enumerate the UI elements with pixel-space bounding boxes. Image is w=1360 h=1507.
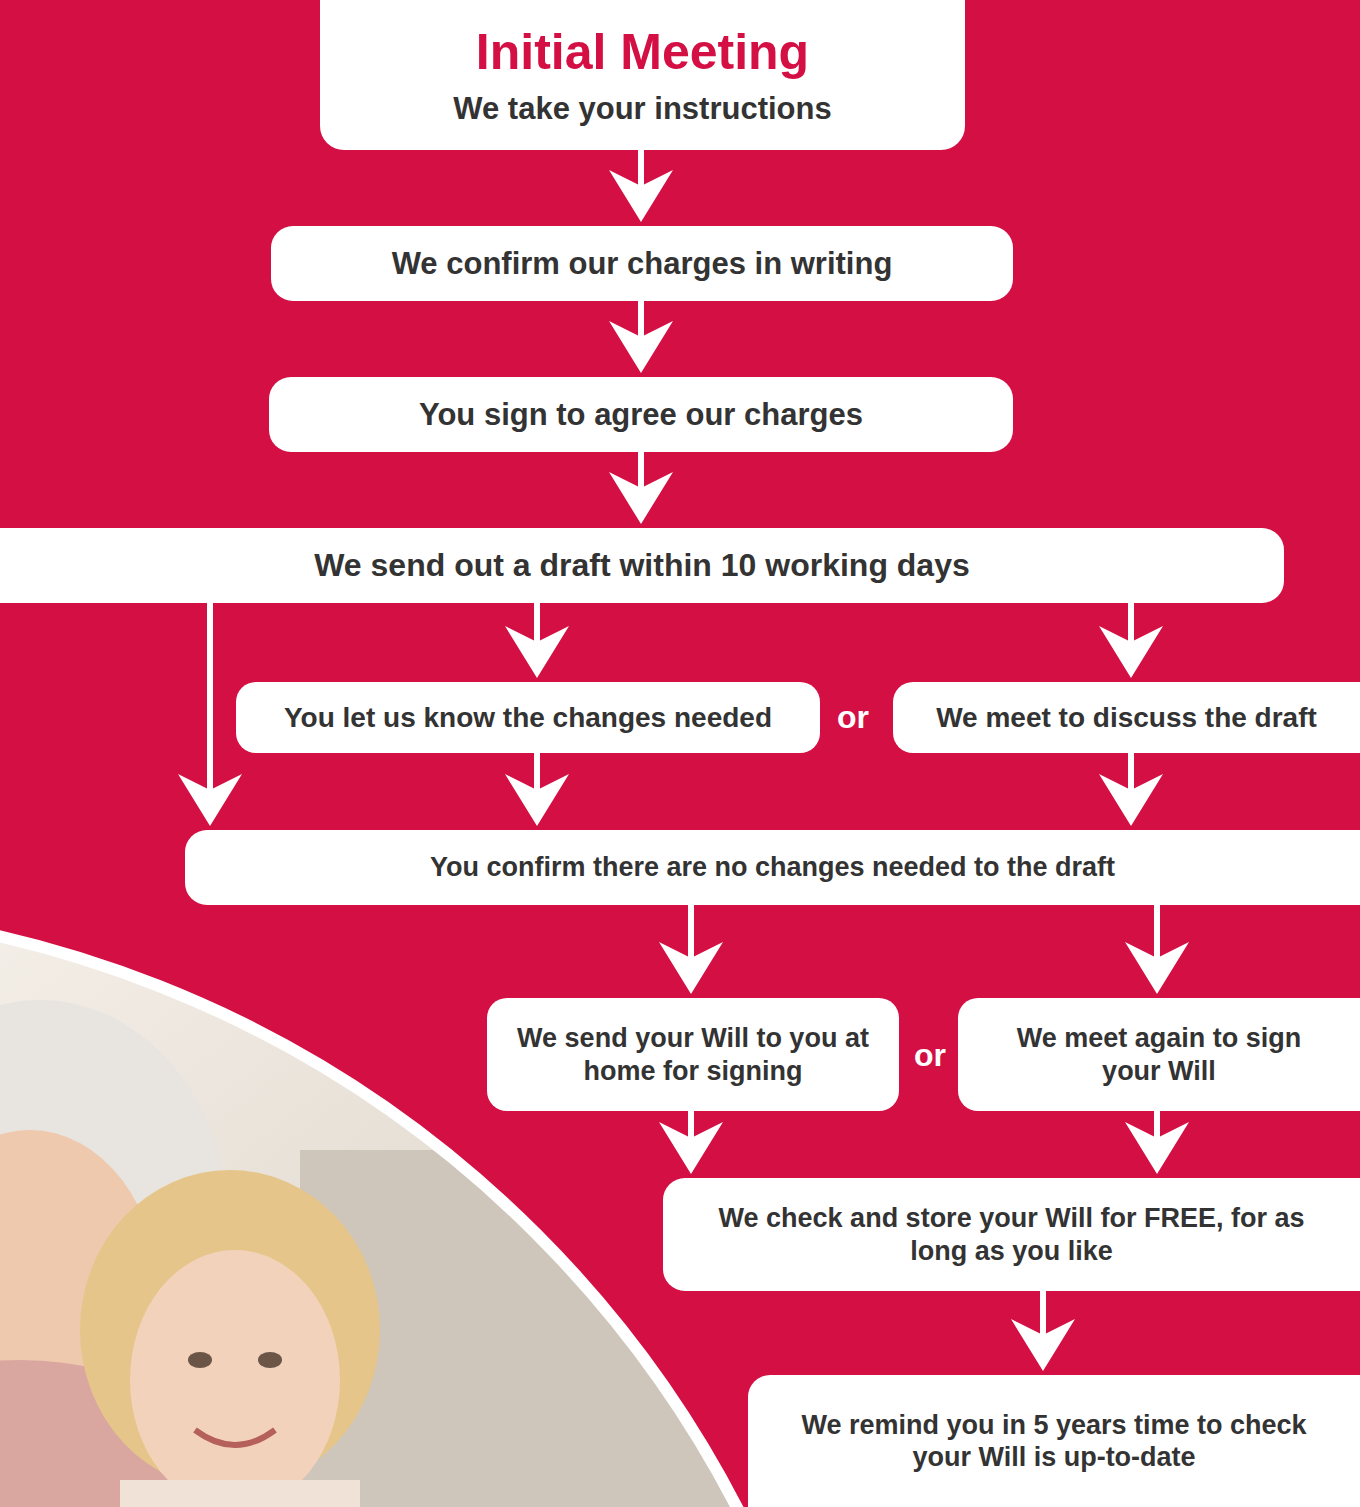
flow-arrow	[178, 603, 242, 826]
process-box: We meet again to sign your Will	[958, 998, 1360, 1111]
step-text: You let us know the changes needed	[284, 701, 772, 735]
flow-arrow	[659, 1111, 723, 1174]
step-text: We send out a draft within 10 working da…	[314, 546, 970, 584]
process-box: You sign to agree our charges	[269, 377, 1013, 452]
flow-arrow	[609, 452, 673, 524]
flow-arrow	[1011, 1291, 1075, 1371]
process-box: You confirm there are no changes needed …	[185, 830, 1360, 905]
process-box: We send your Will to you at home for sig…	[487, 998, 899, 1111]
flow-arrow	[609, 301, 673, 373]
process-box: We meet to discuss the draft	[893, 682, 1360, 753]
step-text: We send your Will to you at home for sig…	[499, 1022, 887, 1087]
process-box: We send out a draft within 10 working da…	[0, 528, 1284, 603]
process-box: You let us know the changes needed	[236, 682, 820, 753]
step-text: You sign to agree our charges	[419, 396, 863, 433]
process-box: We remind you in 5 years time to check y…	[748, 1375, 1360, 1507]
step-text: You confirm there are no changes needed …	[430, 851, 1115, 883]
flow-arrow	[1099, 603, 1163, 678]
flow-arrow	[1099, 753, 1163, 826]
heading-text: Initial Meeting	[476, 22, 809, 82]
step-text: We remind you in 5 years time to check y…	[770, 1409, 1338, 1474]
step-text: We meet again to sign your Will	[1016, 1022, 1302, 1087]
process-box: We check and store your Will for FREE, f…	[663, 1178, 1360, 1291]
flow-arrow	[1125, 1111, 1189, 1174]
flow-arrow	[1125, 905, 1189, 994]
start-box: Initial Meeting We take your instructions	[320, 0, 965, 150]
or-label: or	[837, 701, 869, 733]
flow-arrow	[505, 603, 569, 678]
process-box: We confirm our charges in writing	[271, 226, 1013, 301]
step-text: We check and store your Will for FREE, f…	[699, 1202, 1324, 1267]
or-label: or	[914, 1039, 946, 1071]
flow-arrow	[659, 905, 723, 994]
step-text: We take your instructions	[453, 90, 831, 127]
flow-arrow	[505, 753, 569, 826]
step-text: We meet to discuss the draft	[936, 701, 1317, 735]
flow-arrow	[609, 150, 673, 222]
step-text: We confirm our charges in writing	[392, 245, 893, 282]
